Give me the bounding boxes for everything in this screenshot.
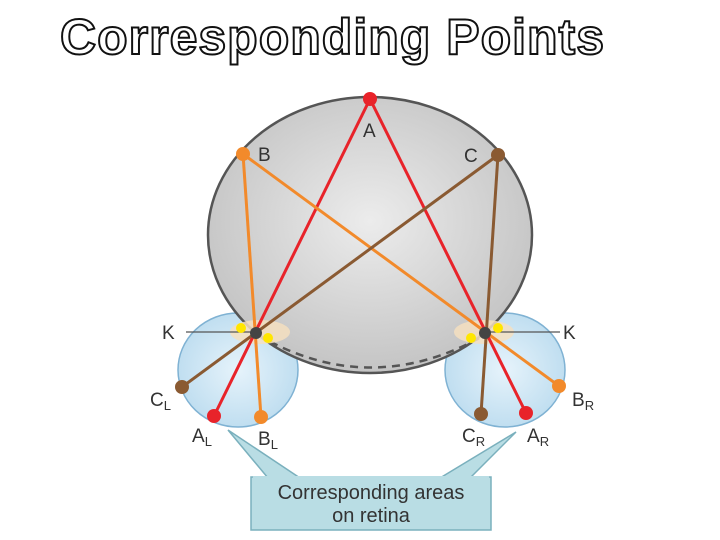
ray-b-left (241, 153, 263, 418)
right-highlight-1 (466, 333, 476, 343)
point-c (491, 148, 505, 162)
right-highlight-2 (493, 323, 503, 333)
horopter-dashed-arc (257, 333, 486, 369)
point-a (363, 92, 377, 106)
left-highlight-2 (263, 333, 273, 343)
callout-seam-cover (253, 476, 489, 480)
label-ar: AR (527, 426, 549, 449)
retina-point-al (207, 409, 221, 423)
point-b (236, 147, 250, 161)
label-k-left: K (162, 323, 175, 344)
ray-a-left (212, 98, 372, 417)
right-nodal-point (479, 327, 491, 339)
label-al: AL (192, 426, 212, 449)
retina-point-cl (175, 380, 189, 394)
retina-point-cr (474, 407, 488, 421)
label-cr: CR (462, 426, 485, 449)
label-k-right: K (563, 323, 576, 344)
left-highlight-1 (236, 323, 246, 333)
callout-line-1: Corresponding areas (278, 482, 465, 504)
callout-line-2: on retina (332, 505, 411, 527)
label-cl: CL (150, 390, 171, 413)
label-b: B (258, 145, 271, 166)
retina-point-br (552, 379, 566, 393)
ray-a-right (368, 98, 528, 414)
ray-b-right (242, 152, 560, 388)
callout-box (250, 476, 492, 531)
retina-point-ar (519, 406, 533, 420)
slide-title: Corresponding Points (59, 8, 605, 66)
ray-c-right (479, 154, 500, 415)
ray-c-left (181, 153, 499, 389)
retina-point-bl (254, 410, 268, 424)
label-a: A (363, 121, 376, 142)
left-nodal-point (250, 327, 262, 339)
label-br: BR (572, 390, 594, 413)
label-bl: BL (258, 429, 278, 452)
label-c: C (464, 146, 478, 167)
